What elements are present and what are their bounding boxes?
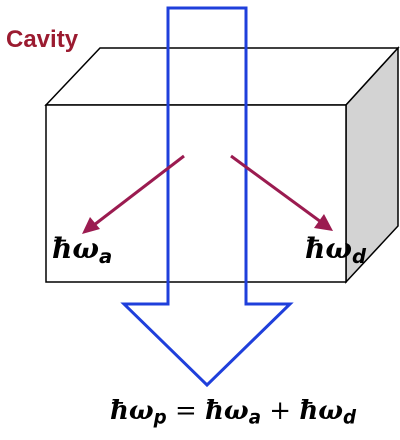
- hbar-omega-symbol: ħω: [305, 232, 353, 265]
- hbar-omega-symbol: ħω: [110, 396, 154, 426]
- hbar-omega-symbol: ħω: [205, 396, 249, 426]
- subscript-p: p: [153, 407, 167, 429]
- photon-d-label: ħωd: [305, 232, 366, 268]
- emission-arrow-a: [82, 154, 185, 234]
- emission-arrow-d: [230, 154, 333, 231]
- subscript-d: d: [342, 407, 357, 429]
- energy-equation: ħωp = ħωa + ħωd: [110, 396, 356, 429]
- subscript-a: a: [248, 407, 261, 429]
- cavity-top-face: [44, 47, 400, 106]
- hbar-omega-symbol: ħω: [299, 396, 343, 426]
- subscript-d: d: [352, 244, 367, 268]
- subscript-a: a: [99, 244, 113, 268]
- hbar-omega-symbol: ħω: [52, 232, 100, 265]
- plus-sign: +: [260, 396, 300, 426]
- photon-a-label: ħωa: [52, 232, 112, 268]
- cavity-front-face: [45, 104, 347, 283]
- equals-sign: =: [166, 396, 206, 426]
- cavity-label: Cavity: [6, 26, 79, 53]
- pump-arrow: [120, 6, 294, 388]
